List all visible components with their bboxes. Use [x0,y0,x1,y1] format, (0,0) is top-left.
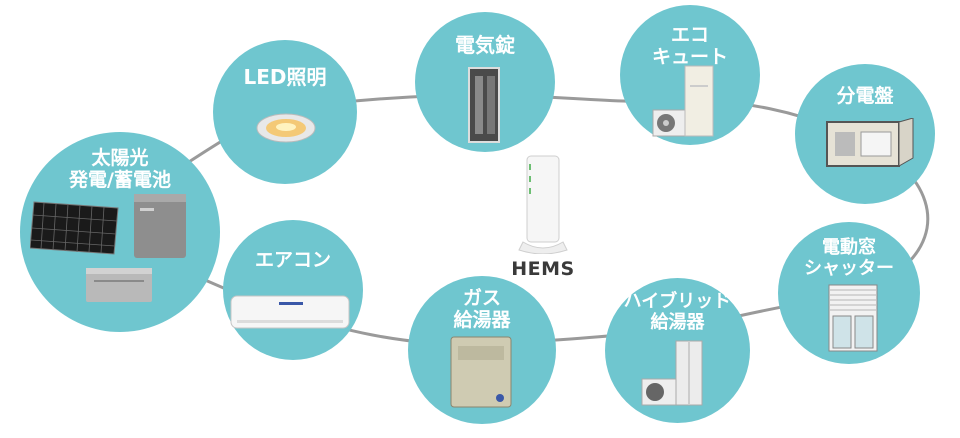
hems-label: HEMS [511,258,575,280]
node-panel: 分電盤 [795,64,935,204]
outdoor-unit-icon [641,378,677,406]
hybrid-tank-icon [675,340,703,406]
node-led: LED照明 [213,40,357,184]
node-solar: 太陽光 発電/蓄電池 [20,132,220,332]
wifi-router-icon [518,155,568,254]
node-solar-label: 太陽光 発電/蓄電池 [69,147,171,191]
node-ecocute: エコ キュート [620,5,760,145]
node-lock: 電気錠 [415,12,555,152]
node-hybrid: ハイブリッド 給湯器 [605,278,750,423]
door-lock-panel-icon [468,67,500,143]
node-ecocute-label: エコ キュート [651,24,728,68]
storage-battery-icon [134,194,186,258]
air-conditioner-icon [230,295,350,329]
node-gas-label: ガス 給湯器 [453,287,511,331]
window-shutter-icon [828,284,878,352]
node-shutter-label: 電動窓 シャッター [804,237,894,279]
solar-panel-icon [30,201,119,255]
node-gas: ガス 給湯器 [408,276,556,424]
heat-pump-unit-icon [652,109,690,137]
distribution-board-icon [826,118,914,167]
downlight-icon [256,113,316,143]
node-hybrid-label: ハイブリッド 給湯器 [623,291,732,333]
node-panel-label: 分電盤 [836,85,894,107]
node-led-label: LED照明 [243,65,327,89]
node-lock-label: 電気錠 [455,33,515,57]
node-shutter: 電動窓 シャッター [778,222,920,364]
node-aircon-label: エアコン [254,249,331,271]
node-aircon: エアコン [223,220,363,360]
water-tank-icon [684,65,714,137]
power-conditioner-icon [86,268,152,302]
gas-water-heater-icon [450,336,512,408]
